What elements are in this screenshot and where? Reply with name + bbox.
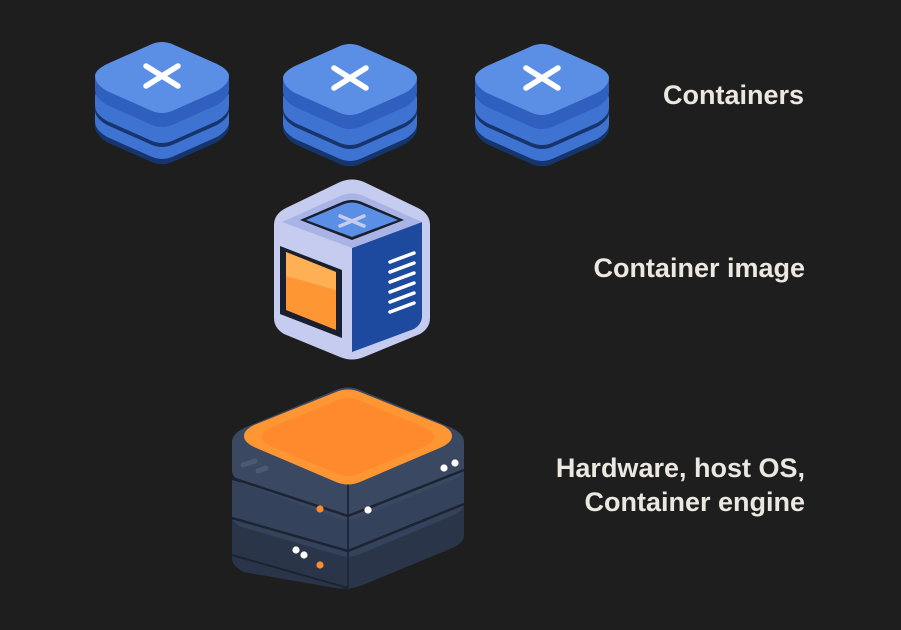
container-image-box-icon <box>274 179 430 360</box>
container-stack-icon-1 <box>95 42 229 164</box>
server-stack-icon <box>231 387 465 590</box>
container-image-label: Container image <box>593 253 805 283</box>
hardware-label: Hardware, host OS, Container engine <box>556 451 805 519</box>
hardware-label-line-1: Hardware, host OS, <box>555 453 805 483</box>
document-lines-icon <box>388 251 416 314</box>
container-stack-icon-2 <box>283 44 417 166</box>
hardware-label-line-2: Container engine <box>584 487 805 517</box>
container-stack-icon-3 <box>475 44 609 166</box>
containers-label: Containers <box>662 80 804 110</box>
